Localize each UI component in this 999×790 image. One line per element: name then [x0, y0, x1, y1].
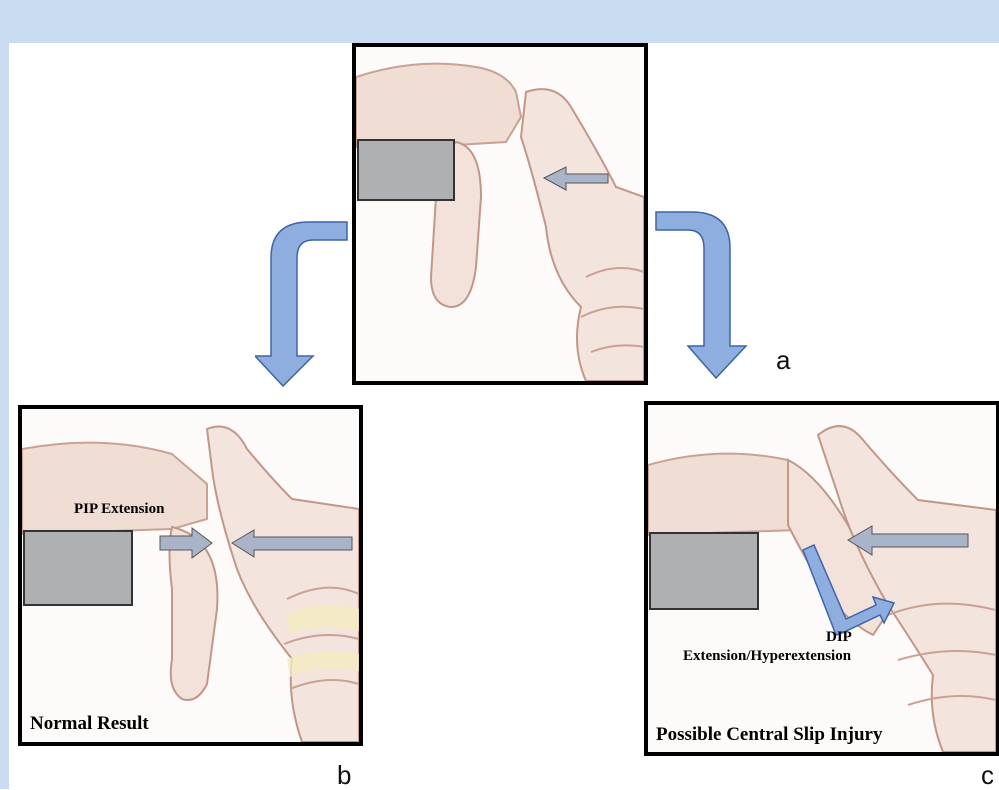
panel-b-letter: b — [337, 762, 351, 788]
panel-a-finger-sketch — [356, 47, 644, 381]
curved-arrow-down-left-icon — [255, 218, 355, 390]
panel-c-letter: c — [981, 762, 994, 788]
central-slip-injury-label: Possible Central Slip Injury — [656, 724, 882, 746]
panel-c-finger-sketch — [648, 405, 996, 752]
dip-label-line2: Extension/Hyperextension — [683, 648, 851, 665]
top-color-band — [0, 0, 999, 43]
panel-b-finger-sketch — [22, 409, 359, 742]
pip-extension-label: PIP Extension — [74, 501, 164, 518]
panel-b-illustration: PIP Extension Normal Result — [18, 405, 363, 746]
gray-block-icon — [24, 531, 132, 605]
left-color-band — [0, 0, 9, 789]
normal-result-label: Normal Result — [30, 713, 149, 735]
dip-label-line1: DIP — [826, 629, 852, 646]
gray-block-icon — [650, 533, 758, 609]
gray-block-icon — [358, 140, 454, 200]
panel-a-letter: a — [776, 347, 790, 373]
panel-a-illustration — [352, 43, 648, 385]
curved-arrow-down-right-icon — [652, 208, 748, 382]
panel-c-illustration: DIP Extension/Hyperextension Possible Ce… — [644, 401, 999, 756]
